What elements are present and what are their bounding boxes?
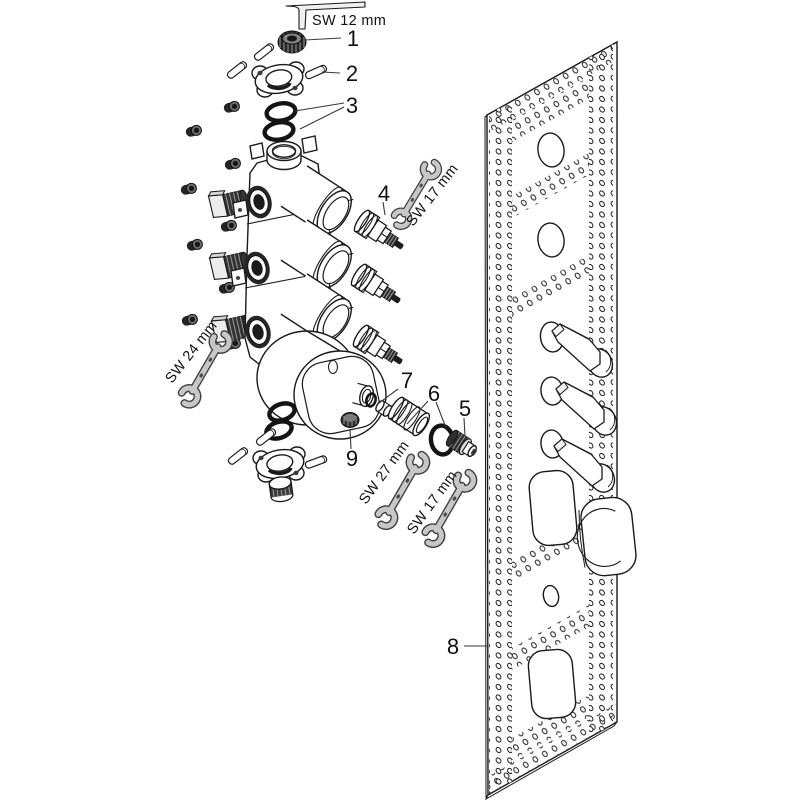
pre-shutter-cap bbox=[340, 412, 360, 428]
callout-1: 1 bbox=[347, 26, 359, 51]
pin bbox=[303, 454, 329, 470]
adapter-5 bbox=[445, 429, 478, 458]
o-ring bbox=[262, 120, 296, 142]
hex-key-icon bbox=[285, 1, 366, 30]
grub-screws bbox=[179, 99, 242, 352]
shutoff-cartridges bbox=[348, 207, 411, 374]
plate-cutouts bbox=[527, 132, 578, 720]
hex-key-label: SW 12 mm bbox=[312, 13, 386, 29]
callout-5: 5 bbox=[459, 396, 471, 421]
body-neck bbox=[266, 140, 302, 171]
thermostat-cartridge-6 bbox=[387, 396, 456, 457]
escutcheon-cover bbox=[576, 496, 637, 577]
callout-4: 4 bbox=[378, 181, 390, 206]
threaded-plug bbox=[268, 476, 294, 503]
mounting-plate bbox=[484, 40, 637, 800]
housing-port bbox=[352, 382, 375, 408]
top-stack bbox=[225, 30, 329, 142]
cross-flange-top bbox=[250, 59, 307, 99]
bottom-stack bbox=[226, 401, 329, 503]
valve-body bbox=[230, 135, 360, 375]
callout-7: 7 bbox=[401, 368, 413, 393]
pin bbox=[225, 59, 249, 81]
callout-8: 8 bbox=[447, 634, 459, 659]
pin bbox=[226, 445, 250, 467]
callout-numbers: 1 2 3 4 5 6 7 8 9 bbox=[346, 26, 471, 659]
o-ring bbox=[264, 101, 298, 123]
callout-3: 3 bbox=[346, 93, 358, 118]
inlet-ports bbox=[244, 185, 272, 349]
callout-6: 6 bbox=[428, 381, 440, 406]
callout-leaders bbox=[294, 37, 488, 647]
wrench-sw27-label: SW 27 mm bbox=[356, 438, 413, 507]
pin bbox=[252, 41, 276, 63]
callout-2: 2 bbox=[346, 61, 358, 86]
threaded-ring bbox=[277, 30, 307, 54]
callout-9: 9 bbox=[346, 446, 358, 471]
